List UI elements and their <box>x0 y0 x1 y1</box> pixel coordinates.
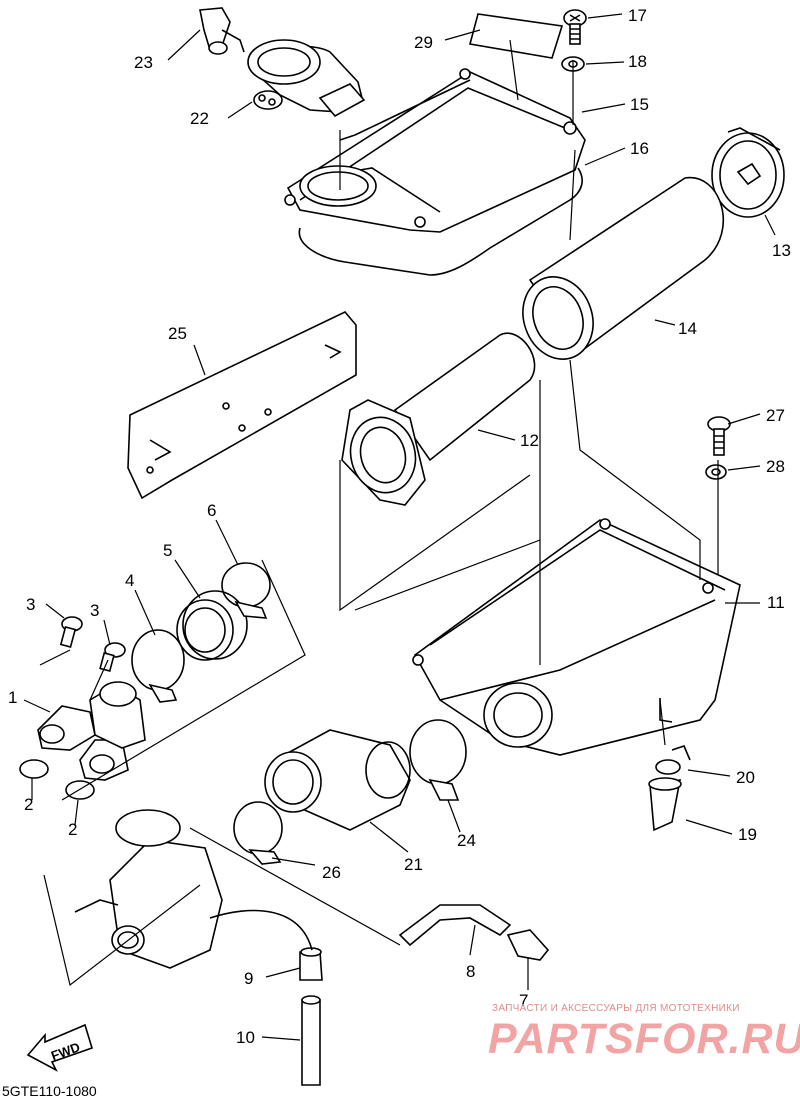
fwd-arrow-icon <box>26 1023 93 1072</box>
assembly-guide-lines <box>39 39 719 987</box>
part-3-screw <box>59 616 83 648</box>
part-28-washer <box>705 464 727 480</box>
part-16-gasket <box>298 167 583 276</box>
callout-16: 16 <box>630 139 649 158</box>
callout-11: 11 <box>767 593 785 612</box>
callout-21: 21 <box>404 855 423 874</box>
part-20-clip <box>655 745 691 775</box>
part-2-o-ring <box>19 759 49 779</box>
part-13-cap <box>711 127 785 218</box>
part-3-screw <box>99 642 126 673</box>
part-26-clamp <box>233 801 283 865</box>
callout-leaders <box>23 13 776 1041</box>
part-5-joint <box>176 590 248 661</box>
callout-17: 17 <box>628 6 647 25</box>
callout-28: 28 <box>766 457 785 476</box>
part-6-clamp <box>221 562 271 619</box>
callout-19: 19 <box>738 825 757 844</box>
part-12-filter-frame <box>341 332 536 506</box>
part-21-intake-joint <box>264 729 411 831</box>
callout-10: 10 <box>236 1028 255 1047</box>
part-25-sheet <box>127 311 357 500</box>
part-1-joint <box>37 681 146 781</box>
part-10-hose <box>301 995 321 1086</box>
part-11-filter-case <box>412 518 741 756</box>
callout-5: 5 <box>163 541 172 560</box>
watermark-tagline: ЗАПЧАСТИ И АКСЕССУАРЫ ДЛЯ МОТОТЕХНИКИ <box>492 1003 740 1014</box>
callout-3: 3 <box>26 595 35 614</box>
drawing-code: 5GTE110-1080 <box>2 1083 97 1099</box>
callout-25: 25 <box>168 324 187 343</box>
part-9-fitting <box>299 947 323 981</box>
part-14-filter-element <box>522 176 724 360</box>
callout-6: 6 <box>207 501 216 520</box>
callout-3: 3 <box>90 601 99 620</box>
part-29-label <box>469 13 564 59</box>
callout-12: 12 <box>520 431 539 450</box>
part-19-drain-cap <box>648 777 682 832</box>
callout-15: 15 <box>630 95 649 114</box>
part-17-screw <box>563 9 587 45</box>
callout-1: 1 <box>8 688 17 707</box>
callout-27: 27 <box>766 406 785 425</box>
part-8-hose <box>398 904 512 947</box>
carburetor-vent-line <box>209 909 313 951</box>
part-27-bolt <box>707 416 731 456</box>
callout-8: 8 <box>466 962 475 981</box>
callout-14: 14 <box>678 319 697 338</box>
callout-4: 4 <box>125 571 134 590</box>
callout-22: 22 <box>190 109 209 128</box>
part-7-fitting <box>506 929 550 961</box>
callout-26: 26 <box>322 863 341 882</box>
callout-13: 13 <box>772 241 791 260</box>
part-22-intake-joint <box>247 39 366 118</box>
callout-2: 2 <box>68 820 77 839</box>
part-4-clamp <box>131 629 185 703</box>
callout-20: 20 <box>736 768 755 787</box>
callout-23: 23 <box>134 53 153 72</box>
callout-18: 18 <box>628 52 647 71</box>
callout-29: 29 <box>414 33 433 52</box>
part-15-case-cover <box>284 68 586 233</box>
part-2-o-ring <box>65 780 95 800</box>
part-23-breather <box>199 7 245 55</box>
callout-7: 7 <box>519 991 528 1010</box>
part-24-clamp <box>409 719 467 801</box>
callout-2: 2 <box>24 795 33 814</box>
callout-24: 24 <box>457 831 476 850</box>
callout-9: 9 <box>244 969 253 988</box>
watermark-brand: PARTSFOR.RU <box>488 1015 800 1063</box>
